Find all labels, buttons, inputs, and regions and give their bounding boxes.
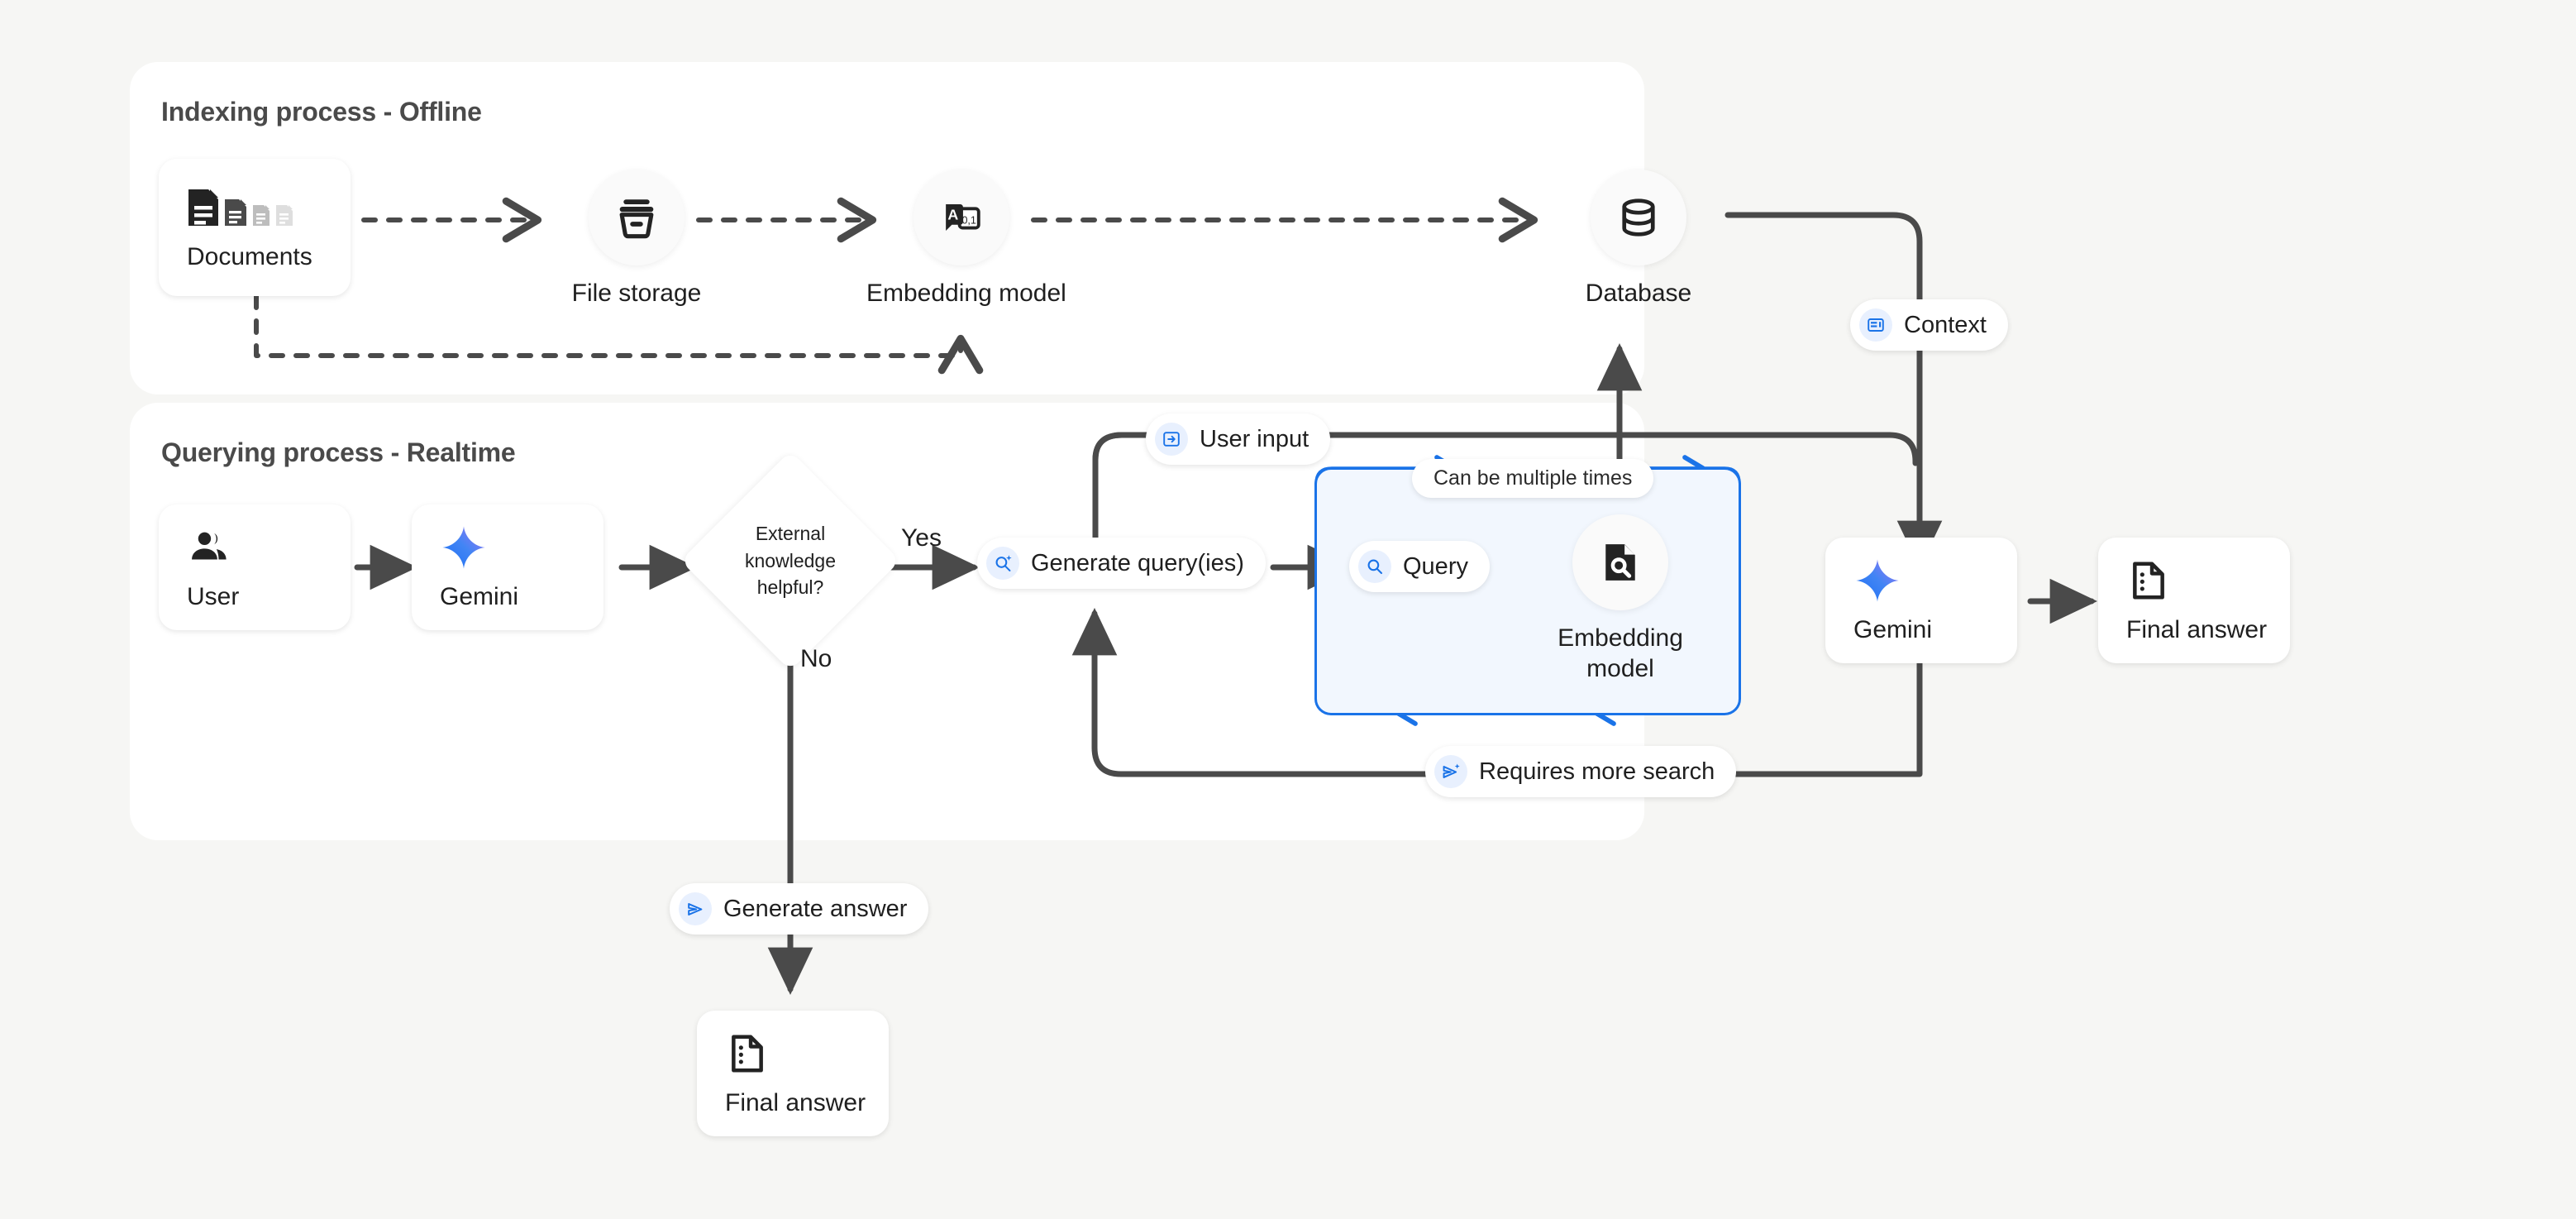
edge-documents-to-embedding-bypass xyxy=(254,294,984,375)
node-user-label: User xyxy=(187,583,240,610)
pill-loop-note: Can be multiple times xyxy=(1412,459,1654,498)
edge-label-no: No xyxy=(800,645,832,672)
edge-user-input-to-gemini xyxy=(1092,432,1919,541)
node-final-answer-right[interactable]: Final answer xyxy=(2098,538,2290,663)
node-gemini-final[interactable]: Gemini xyxy=(1825,538,2017,663)
node-database[interactable]: Database xyxy=(1572,170,1705,309)
svg-text:0,1: 0,1 xyxy=(961,215,976,227)
send-icon xyxy=(679,892,712,925)
pill-generate-queries-label: Generate query(ies) xyxy=(1031,549,1244,576)
edge-database-to-context-gemini xyxy=(1724,212,1943,569)
panel-querying-title: Querying process - Realtime xyxy=(161,437,516,467)
panel-indexing-process: Indexing process - Offline xyxy=(130,62,1644,394)
pill-context[interactable]: Context xyxy=(1850,299,2008,351)
retrieval-loop-box xyxy=(1314,467,1741,715)
decision-text: External knowledge helpful? xyxy=(713,483,868,638)
document-search-icon xyxy=(1572,514,1668,610)
context-panel-icon xyxy=(1859,308,1892,342)
node-documents[interactable]: Documents xyxy=(159,159,351,296)
pill-generate-answer[interactable]: Generate answer xyxy=(670,883,929,935)
gemini-sparkle-icon xyxy=(1853,557,2017,605)
search-icon xyxy=(1358,550,1391,583)
node-final-answer-bottom[interactable]: Final answer xyxy=(697,1011,889,1136)
svg-text:A: A xyxy=(947,206,958,222)
pill-requires-more-search-label: Requires more search xyxy=(1479,758,1715,785)
pill-loop-note-label: Can be multiple times xyxy=(1433,466,1633,490)
node-embedding-model-indexing[interactable]: 0,1 A Embedding model xyxy=(866,170,1066,309)
node-embedding-model-retrieval[interactable]: Embedding model xyxy=(1554,514,1686,684)
answer-document-icon xyxy=(2126,557,2290,605)
input-login-icon xyxy=(1155,423,1188,456)
archive-box-icon xyxy=(589,170,685,265)
pill-generate-queries[interactable]: Generate query(ies) xyxy=(977,538,1266,589)
node-file-storage-label: File storage xyxy=(571,280,702,307)
node-final-answer-right-label: Final answer xyxy=(2126,616,2268,643)
node-user[interactable]: User xyxy=(159,504,351,630)
node-embedding-model-indexing-label: Embedding model xyxy=(866,280,1066,307)
node-gemini-query-label: Gemini xyxy=(440,583,519,610)
pill-query[interactable]: Query xyxy=(1349,541,1490,592)
panel-indexing-title: Indexing process - Offline xyxy=(161,97,482,127)
node-decision-external-knowledge[interactable]: External knowledge helpful? xyxy=(680,451,900,671)
pill-user-input-label: User input xyxy=(1200,425,1309,452)
node-file-storage[interactable]: File storage xyxy=(570,170,703,309)
node-gemini-query[interactable]: Gemini xyxy=(412,504,603,630)
node-final-answer-bottom-label: Final answer xyxy=(725,1089,866,1116)
pill-query-label: Query xyxy=(1403,552,1468,580)
node-documents-label: Documents xyxy=(187,243,312,270)
edge-requires-more-search-loopback xyxy=(1071,607,1923,777)
pill-generate-answer-label: Generate answer xyxy=(723,895,908,922)
node-gemini-final-label: Gemini xyxy=(1853,616,1933,643)
answer-document-icon xyxy=(725,1030,889,1078)
documents-icon xyxy=(187,184,351,232)
decision-line-1: External xyxy=(755,523,826,545)
node-embedding-model-retrieval-label: Embedding model xyxy=(1558,624,1683,682)
pill-user-input[interactable]: User input xyxy=(1146,414,1331,465)
text-to-vector-icon: 0,1 A xyxy=(914,170,1009,265)
decision-line-2: knowledge xyxy=(745,549,836,571)
database-cylinder-icon xyxy=(1591,170,1686,265)
edge-label-yes: Yes xyxy=(901,524,942,552)
send-sparkle-icon xyxy=(1434,755,1467,788)
pill-requires-more-search[interactable]: Requires more search xyxy=(1425,746,1737,797)
search-sparkle-icon xyxy=(986,547,1019,580)
decision-line-3: helpful? xyxy=(756,576,824,599)
gemini-sparkle-icon xyxy=(440,523,603,571)
people-icon xyxy=(187,523,351,571)
node-database-label: Database xyxy=(1585,280,1692,307)
pill-context-label: Context xyxy=(1904,311,1987,338)
